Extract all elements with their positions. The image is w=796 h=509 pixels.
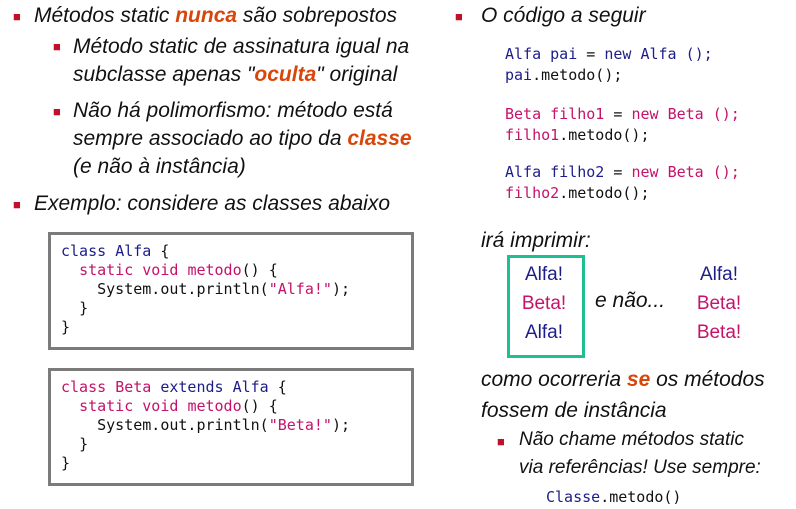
text: subclasse apenas "	[73, 63, 255, 86]
bullet-following-code: O código a seguir	[481, 4, 646, 27]
as-would-occur: como ocorreria se os métodos fossem de i…	[481, 366, 765, 425]
code-type: Alfa	[505, 45, 542, 63]
code-keyword: new	[631, 105, 659, 123]
code-text: () {	[241, 397, 278, 415]
code-text: () {	[241, 261, 278, 279]
emphasis-se: se	[626, 368, 651, 391]
subbullet-no-polymorphism: Não há polimorfismo: método está sempre …	[73, 97, 412, 181]
code-var: filho1	[550, 105, 605, 123]
code-text: System.out.println(	[97, 280, 269, 298]
code-box-alfa: class Alfa { static void metodo() { Syst…	[48, 232, 414, 350]
code-type: Beta	[505, 105, 542, 123]
output-line: Beta!	[696, 293, 742, 314]
bullet-icon: ■	[455, 9, 463, 24]
code-text: {	[151, 242, 170, 260]
bullet-icon: ■	[13, 197, 21, 212]
code-text: }	[79, 435, 89, 453]
code-class-name: Classe	[546, 488, 601, 506]
code-string: "Beta!"	[268, 416, 332, 434]
code-text: }	[61, 454, 71, 472]
code-text: .metodo();	[559, 126, 650, 144]
code-text: }	[79, 299, 89, 317]
code-keyword: new	[604, 45, 632, 63]
snippet-filho2: Alfa filho2 = new Beta (); filho2.metodo…	[505, 162, 740, 204]
code-text: =	[604, 163, 632, 181]
text: Não há polimorfismo: método está	[73, 99, 393, 122]
text: (e não à instância)	[73, 155, 246, 178]
text: sempre associado ao tipo da	[73, 127, 348, 150]
code-text: }	[61, 318, 71, 336]
code-text: {	[268, 378, 287, 396]
output-line: Beta!	[521, 293, 567, 314]
code-var: filho1	[505, 126, 560, 144]
expected-wrong-output: Alfa! Beta! Beta!	[679, 260, 759, 347]
emphasis-oculta: oculta	[254, 63, 317, 86]
bullet-example: Exemplo: considere as classes abaixo	[34, 192, 391, 215]
code-ctor: Beta ();	[667, 105, 740, 123]
bullet-icon: ■	[13, 9, 21, 24]
actual-output-box	[507, 255, 585, 358]
output-line: Alfa!	[524, 322, 564, 343]
code-method: metodo	[187, 397, 242, 415]
emphasis-nunca: nunca	[175, 4, 238, 27]
snippet-pai: Alfa pai = new Alfa (); pai.metodo();	[505, 44, 713, 86]
code-text: .metodo()	[600, 488, 682, 506]
bullet-icon: ■	[497, 434, 505, 449]
code-string: "Alfa!"	[268, 280, 332, 298]
subbullet-hides-original: Método static de assinatura igual na sub…	[73, 33, 409, 89]
text: Não chame métodos static	[519, 429, 744, 450]
actual-output: Alfa! Beta! Alfa!	[504, 260, 584, 347]
code-class-name: Alfa	[232, 378, 269, 396]
emphasis-classe: classe	[347, 127, 412, 150]
will-print-label: irá imprimir:	[481, 229, 591, 252]
code-keyword: class	[61, 242, 107, 260]
snippet-filho1: Beta filho1 = new Beta (); filho1.metodo…	[505, 104, 740, 146]
output-line: Beta!	[696, 322, 742, 343]
code-text: );	[331, 280, 350, 298]
text: os métodos	[650, 368, 765, 391]
code-type: Alfa	[505, 163, 542, 181]
code-ctor: Beta ();	[667, 163, 740, 181]
text: via referências! Use sempre:	[519, 457, 761, 478]
code-box-beta: class Beta extends Alfa { static void me…	[48, 368, 414, 486]
output-line: Alfa!	[699, 264, 739, 285]
code-text: =	[577, 45, 605, 63]
code-keyword: static void	[79, 261, 179, 279]
code-class-name: Alfa	[115, 242, 152, 260]
text: como ocorreria	[481, 368, 627, 391]
bullet-icon: ■	[53, 39, 61, 54]
text: Método static de assinatura igual na	[73, 35, 410, 58]
code-keyword: class	[61, 378, 107, 396]
code-var: filho2	[505, 184, 560, 202]
code-text: =	[604, 105, 632, 123]
code-var: filho2	[550, 163, 605, 181]
code-var: pai	[505, 66, 533, 84]
code-var: pai	[550, 45, 578, 63]
code-text: .metodo();	[559, 184, 650, 202]
code-method: metodo	[187, 261, 242, 279]
output-line: Alfa!	[524, 264, 564, 285]
text: Métodos static	[34, 4, 176, 27]
bullet-static-never-overridden: Métodos static nunca são sobrepostos	[34, 2, 397, 30]
code-keyword: extends	[160, 378, 224, 396]
code-keyword: new	[631, 163, 659, 181]
code-keyword: static void	[79, 397, 179, 415]
text: são sobrepostos	[237, 4, 398, 27]
code-ctor: Alfa ();	[640, 45, 713, 63]
code-text: );	[331, 416, 350, 434]
code-text: System.out.println(	[97, 416, 269, 434]
text: fossem de instância	[481, 399, 667, 422]
class-method-code: Classe.metodo()	[546, 488, 681, 507]
text: " original	[316, 63, 398, 86]
code-class-name: Beta	[115, 378, 152, 396]
bullet-icon: ■	[53, 104, 61, 119]
subbullet-dont-call-static: Não chame métodos static via referências…	[519, 426, 761, 482]
code-text: .metodo();	[532, 66, 623, 84]
and-not-label: e não...	[595, 289, 666, 312]
